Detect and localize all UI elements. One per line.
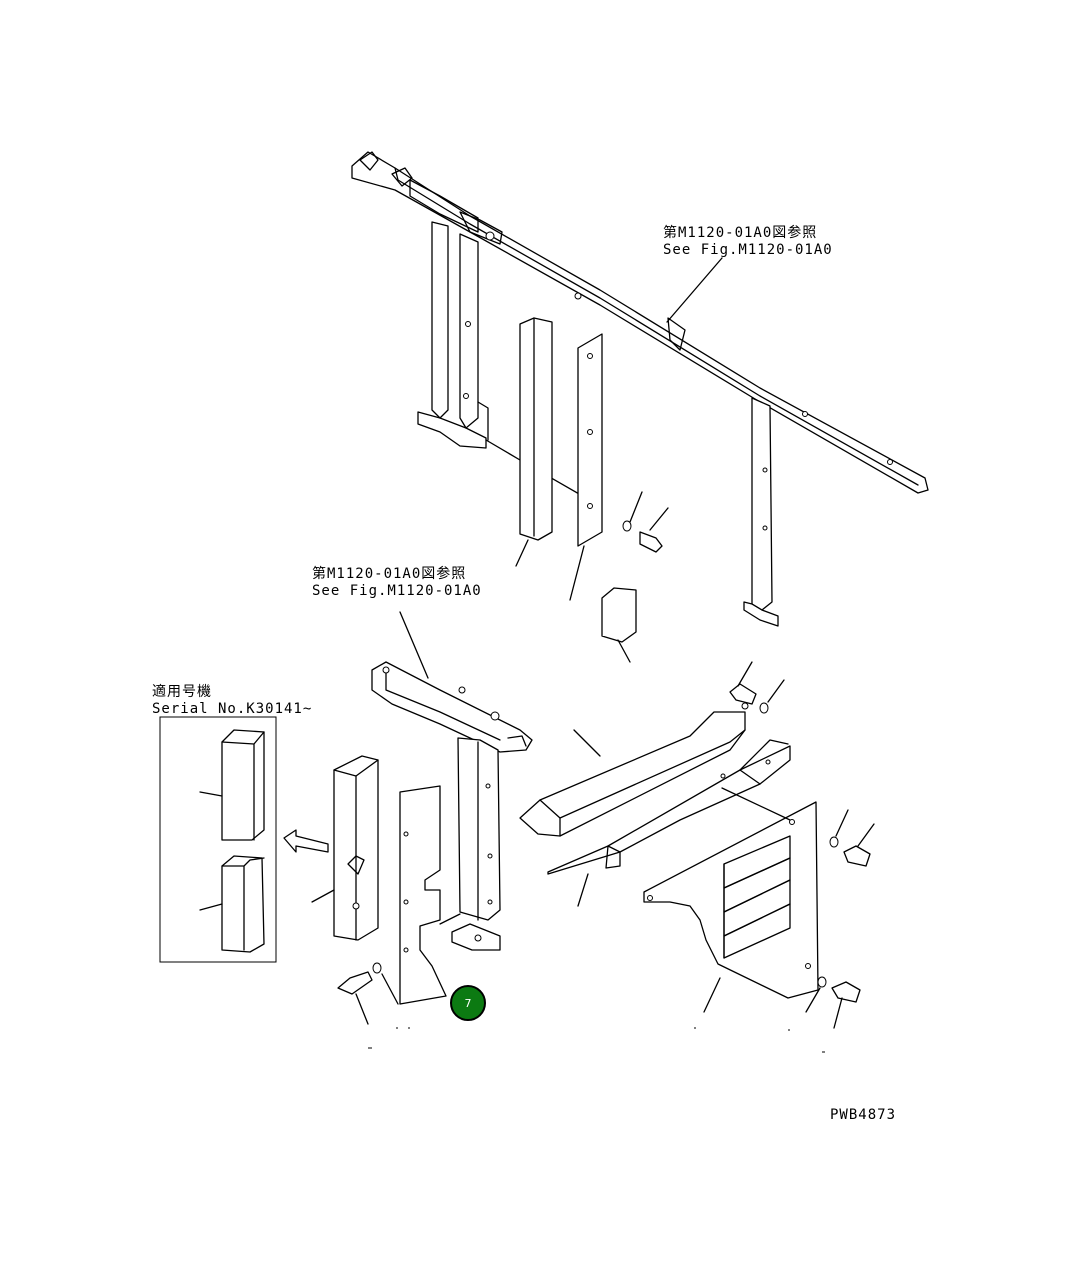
upper-frame-rail: [351, 151, 929, 627]
lower-reference-en: See Fig.M1120-01A0: [312, 583, 482, 599]
serial-inset-box: [159, 716, 277, 963]
lower-left-pad: [311, 755, 379, 941]
callout-number: 7: [464, 996, 472, 1010]
upper-pad-long: [515, 317, 553, 567]
lower-top-cover: [519, 702, 749, 837]
upper-reference-jp: 第M1120-01A0図参照: [663, 225, 818, 241]
arrow-left-icon: [283, 829, 329, 853]
callout-circle-icon[interactable]: 7: [450, 985, 486, 1021]
lower-louver-cover: [643, 787, 819, 1013]
serial-label-en: Serial No.K30141~: [152, 701, 313, 717]
serial-label-jp: 適用号機: [152, 684, 212, 700]
lower-reference-jp: 第M1120-01A0図参照: [312, 566, 467, 582]
lower-mid-cover: [547, 739, 791, 907]
lower-left-bolt: [337, 962, 399, 1025]
lower-left-plate: [399, 785, 447, 1005]
lower-right-hardware: [729, 661, 875, 1029]
upper-reference-en: See Fig.M1120-01A0: [663, 242, 833, 258]
upper-bolt-washer: [622, 491, 669, 553]
upper-square-pad: [601, 587, 637, 663]
lower-frame-bracket: [371, 611, 533, 951]
upper-plate: [569, 333, 603, 601]
leader-ticks: [368, 1027, 825, 1053]
drawing-code: PWB4873: [830, 1107, 897, 1123]
